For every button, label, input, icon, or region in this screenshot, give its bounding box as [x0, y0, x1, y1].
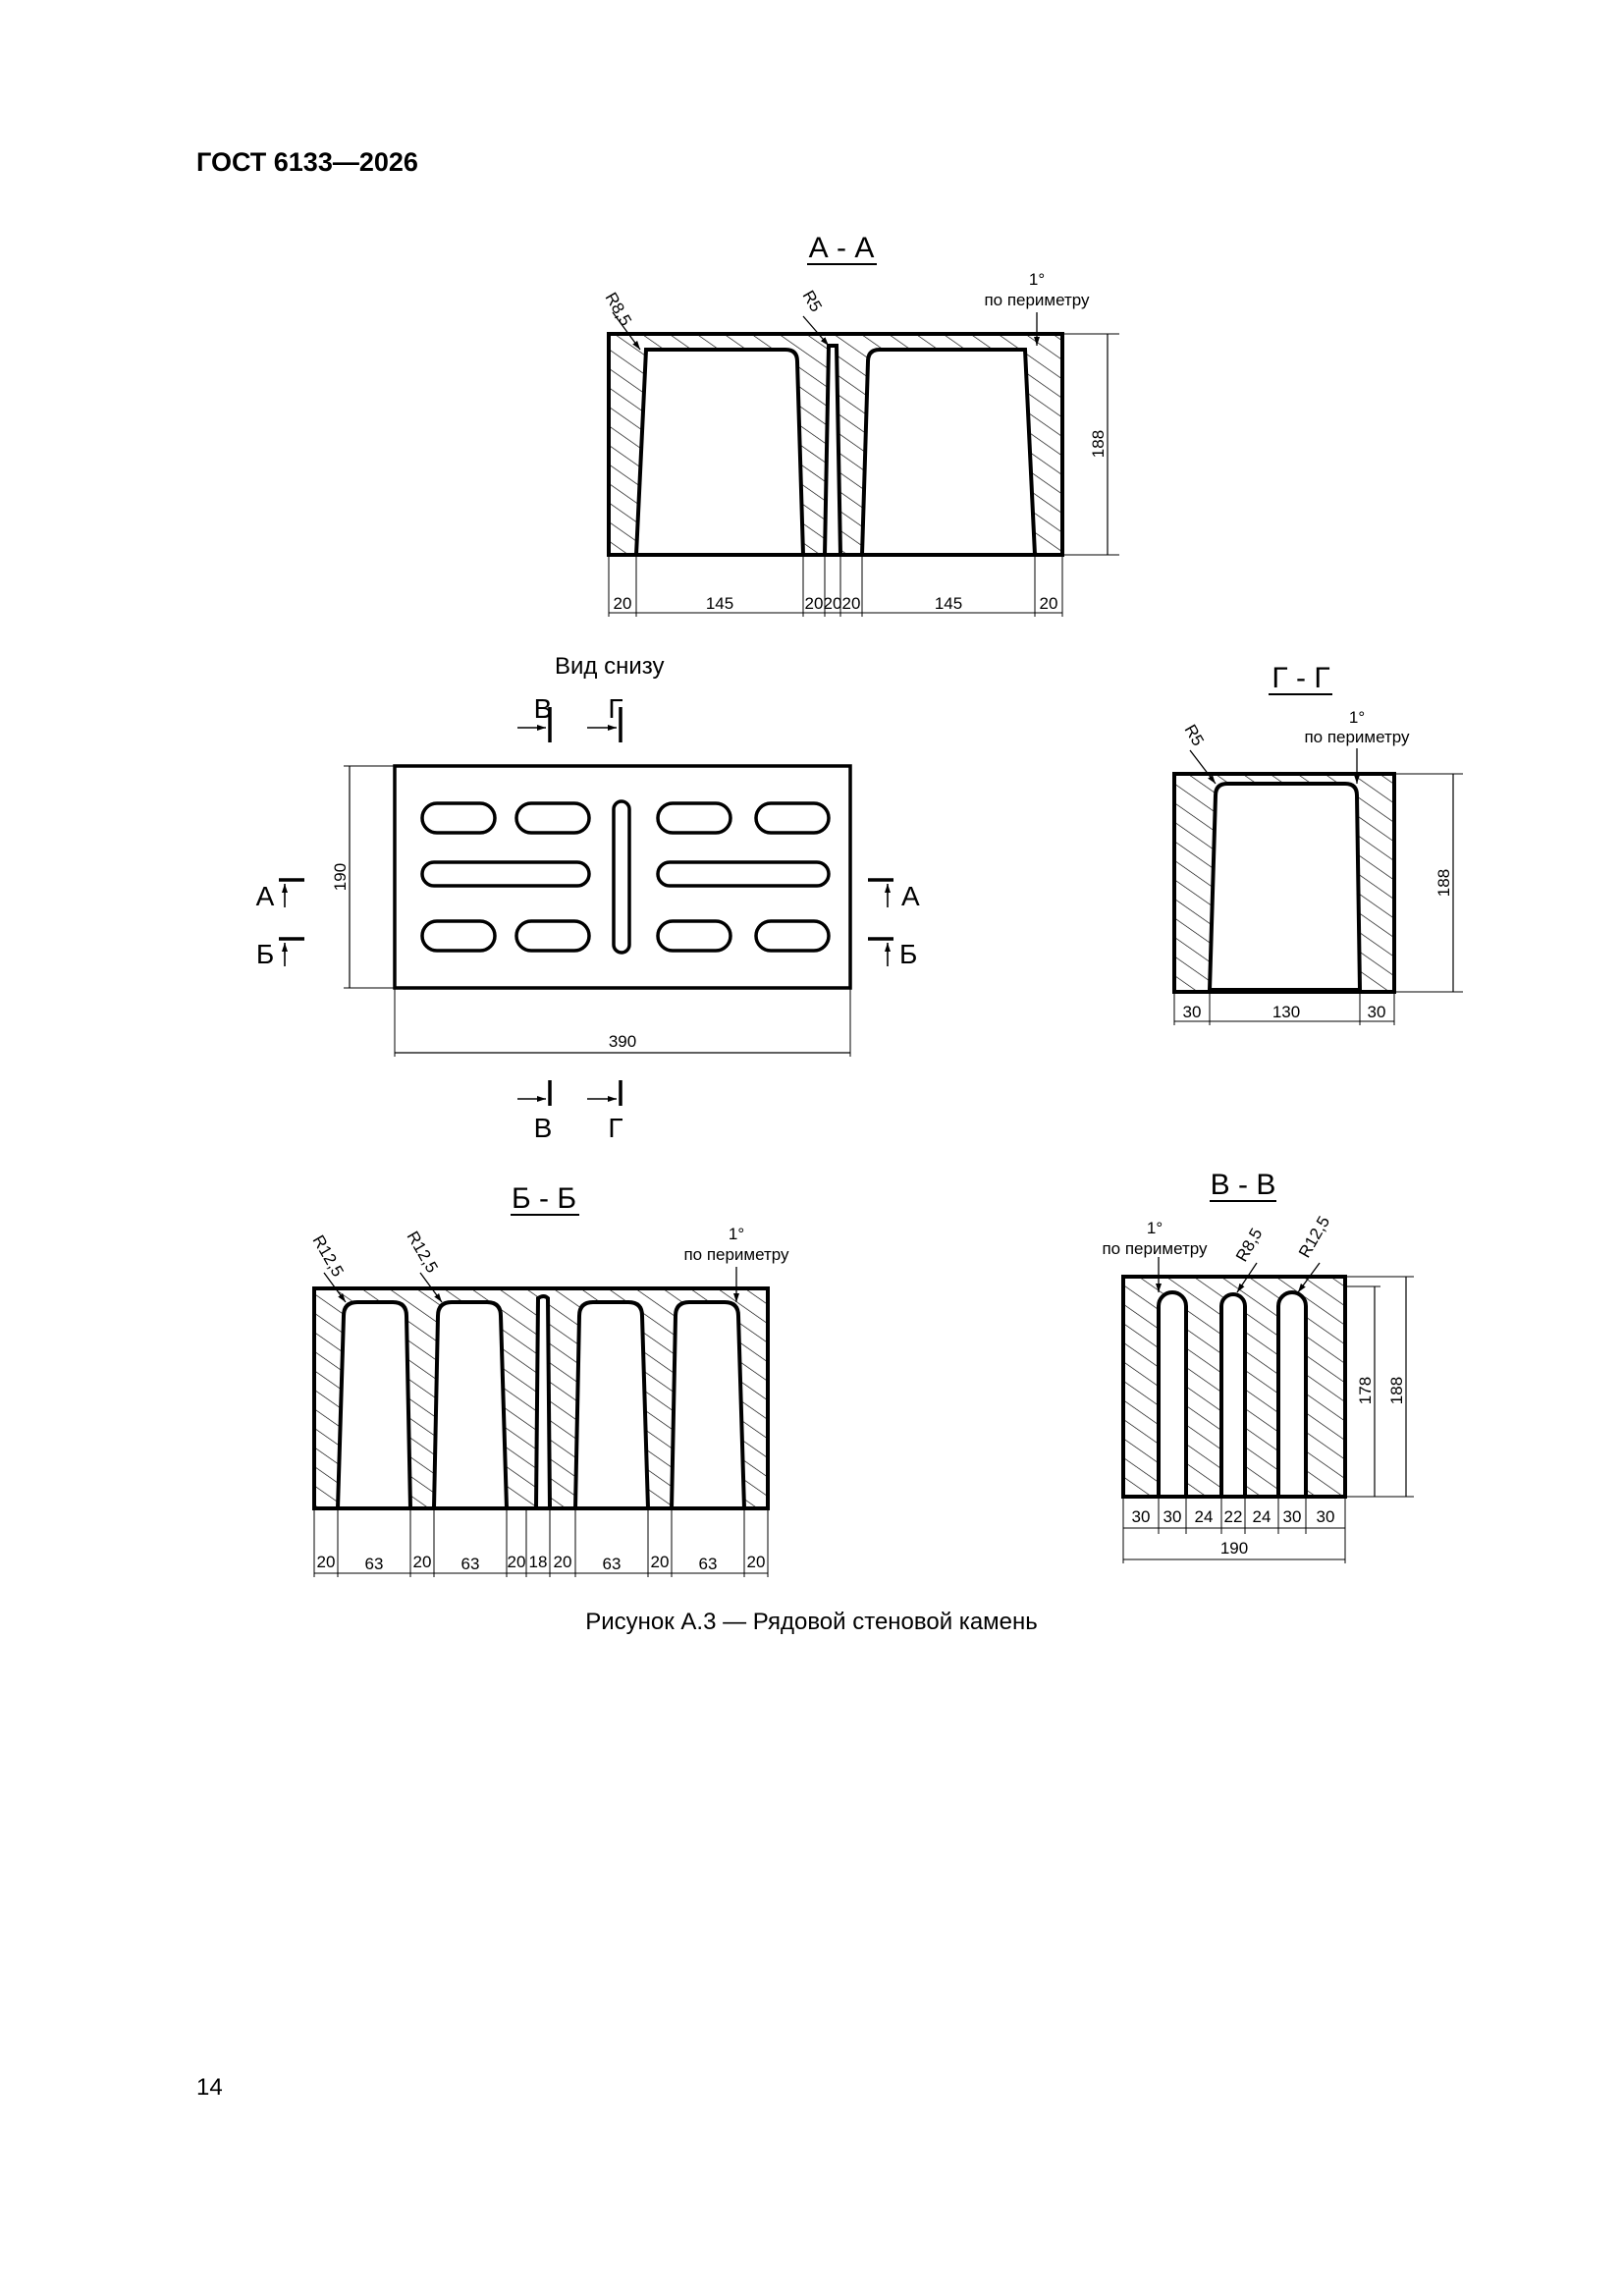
- width-dimension: 20: [842, 594, 861, 613]
- hollow-slots: [420, 799, 831, 955]
- width-dimension: 20: [651, 1553, 670, 1571]
- width-dimension: 20: [1040, 594, 1058, 613]
- height-dimension: 188: [1089, 430, 1108, 458]
- width-dimension: 30: [1368, 1003, 1386, 1021]
- taper-degree: 1°: [1349, 708, 1365, 727]
- bottom-view-outline: [393, 764, 852, 990]
- width-dimension: 20: [805, 594, 824, 613]
- width-dimension: 20: [824, 594, 842, 613]
- taper-note: по периметру: [1304, 728, 1410, 746]
- width-dimension: 390: [609, 1032, 636, 1051]
- width-dimension: 30: [1163, 1507, 1182, 1526]
- height-dimension: 188: [1387, 1377, 1406, 1404]
- radius-leader: [1236, 1262, 1258, 1293]
- taper-degree: 1°: [729, 1225, 744, 1243]
- radius-leader: [802, 315, 830, 347]
- page-number: 14: [196, 2074, 223, 2101]
- section-aa-body: [607, 332, 1064, 557]
- inner-height-dimension: 178: [1356, 1377, 1375, 1404]
- bottom-view-title: Вид снизу: [555, 653, 664, 680]
- radius-leader: [612, 311, 641, 351]
- cut-label: Б: [899, 939, 917, 969]
- width-dimension: 30: [1183, 1003, 1202, 1021]
- taper-degree: 1°: [1029, 270, 1045, 289]
- cut-label: Б: [256, 939, 274, 969]
- width-dimension: 63: [365, 1555, 384, 1573]
- width-dimension: 30: [1283, 1507, 1302, 1526]
- section-aa-title: А - А: [809, 232, 875, 264]
- width-dimension: 22: [1224, 1507, 1243, 1526]
- radius-label: R5: [799, 288, 826, 315]
- width-dimension: 20: [508, 1553, 526, 1571]
- width-dimension: 63: [699, 1555, 718, 1573]
- taper-note: по периметру: [683, 1245, 789, 1264]
- radius-label: R8,5: [602, 290, 635, 330]
- radius-leader: [1189, 749, 1217, 785]
- radius-label: R12,5: [404, 1229, 442, 1277]
- section-vv-body: [1121, 1275, 1347, 1499]
- width-dimension: 30: [1317, 1507, 1335, 1526]
- radius-label: R12,5: [1295, 1213, 1333, 1261]
- cut-label: В: [534, 693, 553, 724]
- section-bb-body: [312, 1286, 770, 1510]
- width-dimension: 18: [529, 1553, 548, 1571]
- width-dimension: 63: [603, 1555, 622, 1573]
- radius-label: R12,5: [309, 1232, 348, 1281]
- width-dimension: 24: [1195, 1507, 1214, 1526]
- vv-width-ticks: [1122, 1497, 1346, 1563]
- radius-label: R5: [1181, 722, 1208, 749]
- height-dimension: 190: [331, 863, 350, 891]
- section-gg-body: [1172, 772, 1396, 994]
- width-dimension: 130: [1272, 1003, 1300, 1021]
- section-bb-title: Б - Б: [512, 1182, 576, 1215]
- section-aa: А - А R8,5 R5 1° по периметру 188 20 145…: [602, 232, 1119, 617]
- height-dimension: 188: [1434, 869, 1453, 897]
- total-width-dimension: 190: [1220, 1539, 1248, 1558]
- bb-width-ticks: [313, 1508, 769, 1577]
- section-vv-title: В - В: [1211, 1169, 1276, 1201]
- radius-leader: [419, 1272, 443, 1303]
- aa-width-ticks: [608, 555, 1063, 617]
- radius-label: R8,5: [1232, 1225, 1266, 1265]
- document-header: ГОСТ 6133—2026: [196, 147, 418, 177]
- radius-leader: [1297, 1262, 1321, 1293]
- bottom-view: Вид снизу 190 390 В Г: [256, 653, 920, 1143]
- section-gg: Г - Г R5 1° по периметру 188 30 130 30: [1172, 662, 1463, 1025]
- cut-label: А: [256, 881, 275, 911]
- taper-note: по периметру: [984, 291, 1090, 309]
- cut-label: А: [901, 881, 920, 911]
- width-dimension: 20: [413, 1553, 432, 1571]
- cut-label: Г: [608, 1113, 622, 1143]
- width-dimension: 145: [935, 594, 962, 613]
- section-gg-title: Г - Г: [1271, 662, 1329, 694]
- width-dimension: 20: [554, 1553, 572, 1571]
- width-dimension: 20: [747, 1553, 766, 1571]
- width-dimension: 24: [1253, 1507, 1271, 1526]
- radius-leader: [323, 1272, 347, 1303]
- width-dimension: 20: [317, 1553, 336, 1571]
- cut-label: В: [534, 1113, 553, 1143]
- width-dimension: 63: [461, 1555, 480, 1573]
- section-vv: В - В R8,5 R12,5 1° по периметру 178 188…: [1102, 1169, 1414, 1563]
- width-dimension: 20: [614, 594, 632, 613]
- figure-caption: Рисунок А.3 — Рядовой стеновой камень: [585, 1609, 1038, 1635]
- gg-width-ticks: [1173, 992, 1395, 1025]
- section-bb: Б - Б R12,5 R12,5 1° по периметру 20 63 …: [309, 1182, 789, 1577]
- width-dimension: 145: [706, 594, 733, 613]
- taper-note: по периметру: [1102, 1239, 1208, 1258]
- taper-degree: 1°: [1147, 1219, 1163, 1237]
- width-dimension: 30: [1132, 1507, 1151, 1526]
